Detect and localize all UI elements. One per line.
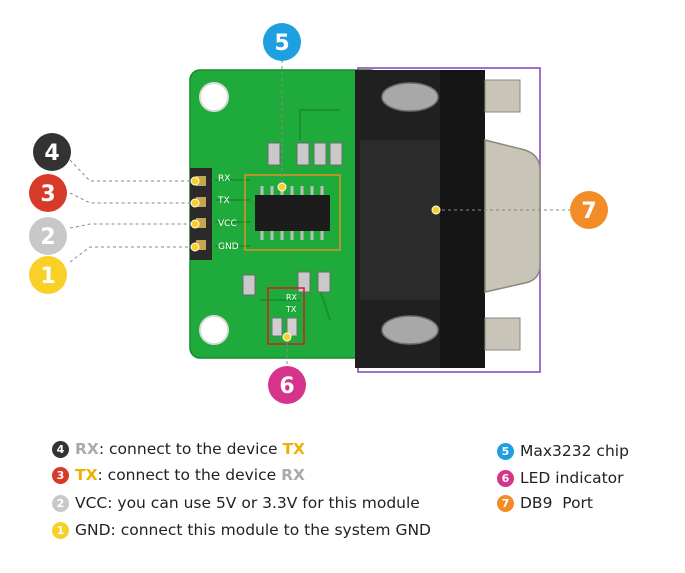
mounting-hole-top: [199, 82, 229, 112]
svg-text:3: 3: [40, 182, 55, 207]
badge-2: 2: [29, 217, 67, 255]
svg-text:7: 7: [581, 199, 596, 224]
led-label-tx: TX: [285, 305, 297, 314]
badge-7: 7: [570, 191, 608, 229]
legend-text: VCC: you can use 5V or 3.3V for this mod…: [75, 494, 420, 512]
svg-text:2: 2: [40, 225, 55, 250]
legend-text: GND: connect this module to the system G…: [75, 521, 431, 539]
legend-text: LED indicator: [520, 469, 624, 487]
badge-1: 1: [29, 256, 67, 294]
legend-text: : connect to the device: [97, 466, 282, 484]
pin-label-vcc: VCC: [218, 219, 237, 229]
led-label-rx: RX: [286, 293, 298, 302]
legend-key: TX: [282, 440, 305, 458]
mounting-hole-bottom: [199, 315, 229, 345]
legend-badge: 2: [52, 494, 69, 512]
callout-lines: [69, 60, 570, 370]
legend-badge: 7: [497, 494, 514, 512]
legend-item: 4 RX: connect to the device TX: [52, 440, 305, 458]
legend-badge: 3: [52, 466, 69, 484]
pin-header-image: [190, 168, 212, 260]
callout-dot-icon: [190, 176, 441, 342]
legend-item: 1 GND: connect this module to the system …: [52, 521, 431, 539]
legend-text: DB9 Port: [520, 494, 594, 512]
svg-text:1: 1: [40, 264, 55, 289]
legend-badge: 5: [497, 442, 514, 460]
legend-item: 3 TX: connect to the device RX: [52, 466, 305, 484]
badge-5: 5: [263, 23, 301, 61]
pin-label-gnd: GND: [218, 242, 239, 252]
legend-item: 5 Max3232 chip: [497, 442, 629, 460]
legend-key: RX: [75, 440, 99, 458]
legend-badge: 1: [52, 521, 69, 539]
smd-components: [242, 142, 343, 296]
legend-item: 2 VCC: you can use 5V or 3.3V for this mo…: [52, 494, 420, 512]
badge-6: 6: [268, 366, 306, 404]
db9-connector-image: [355, 67, 541, 373]
legend-text: : connect to the device: [98, 440, 283, 458]
svg-text:5: 5: [274, 31, 289, 56]
legend-item: 6 LED indicator: [497, 469, 624, 487]
pin-label-tx: TX: [217, 196, 230, 206]
legend-badge: 4: [52, 440, 69, 458]
legend-item: 7 DB9 Port: [497, 494, 593, 512]
svg-text:4: 4: [44, 141, 59, 166]
legend-badge: 6: [497, 469, 514, 487]
svg-text:6: 6: [279, 374, 294, 399]
legend-key: RX: [281, 466, 305, 484]
badge-3: 3: [29, 174, 67, 212]
module-diagram: RX TX VCC GND RX TX: [29, 23, 608, 404]
legend-key: TX: [75, 466, 98, 484]
led-image: [267, 287, 305, 345]
legend-text: Max3232 chip: [520, 442, 629, 460]
badge-4: 4: [33, 133, 71, 171]
pin-label-rx: RX: [218, 174, 230, 184]
